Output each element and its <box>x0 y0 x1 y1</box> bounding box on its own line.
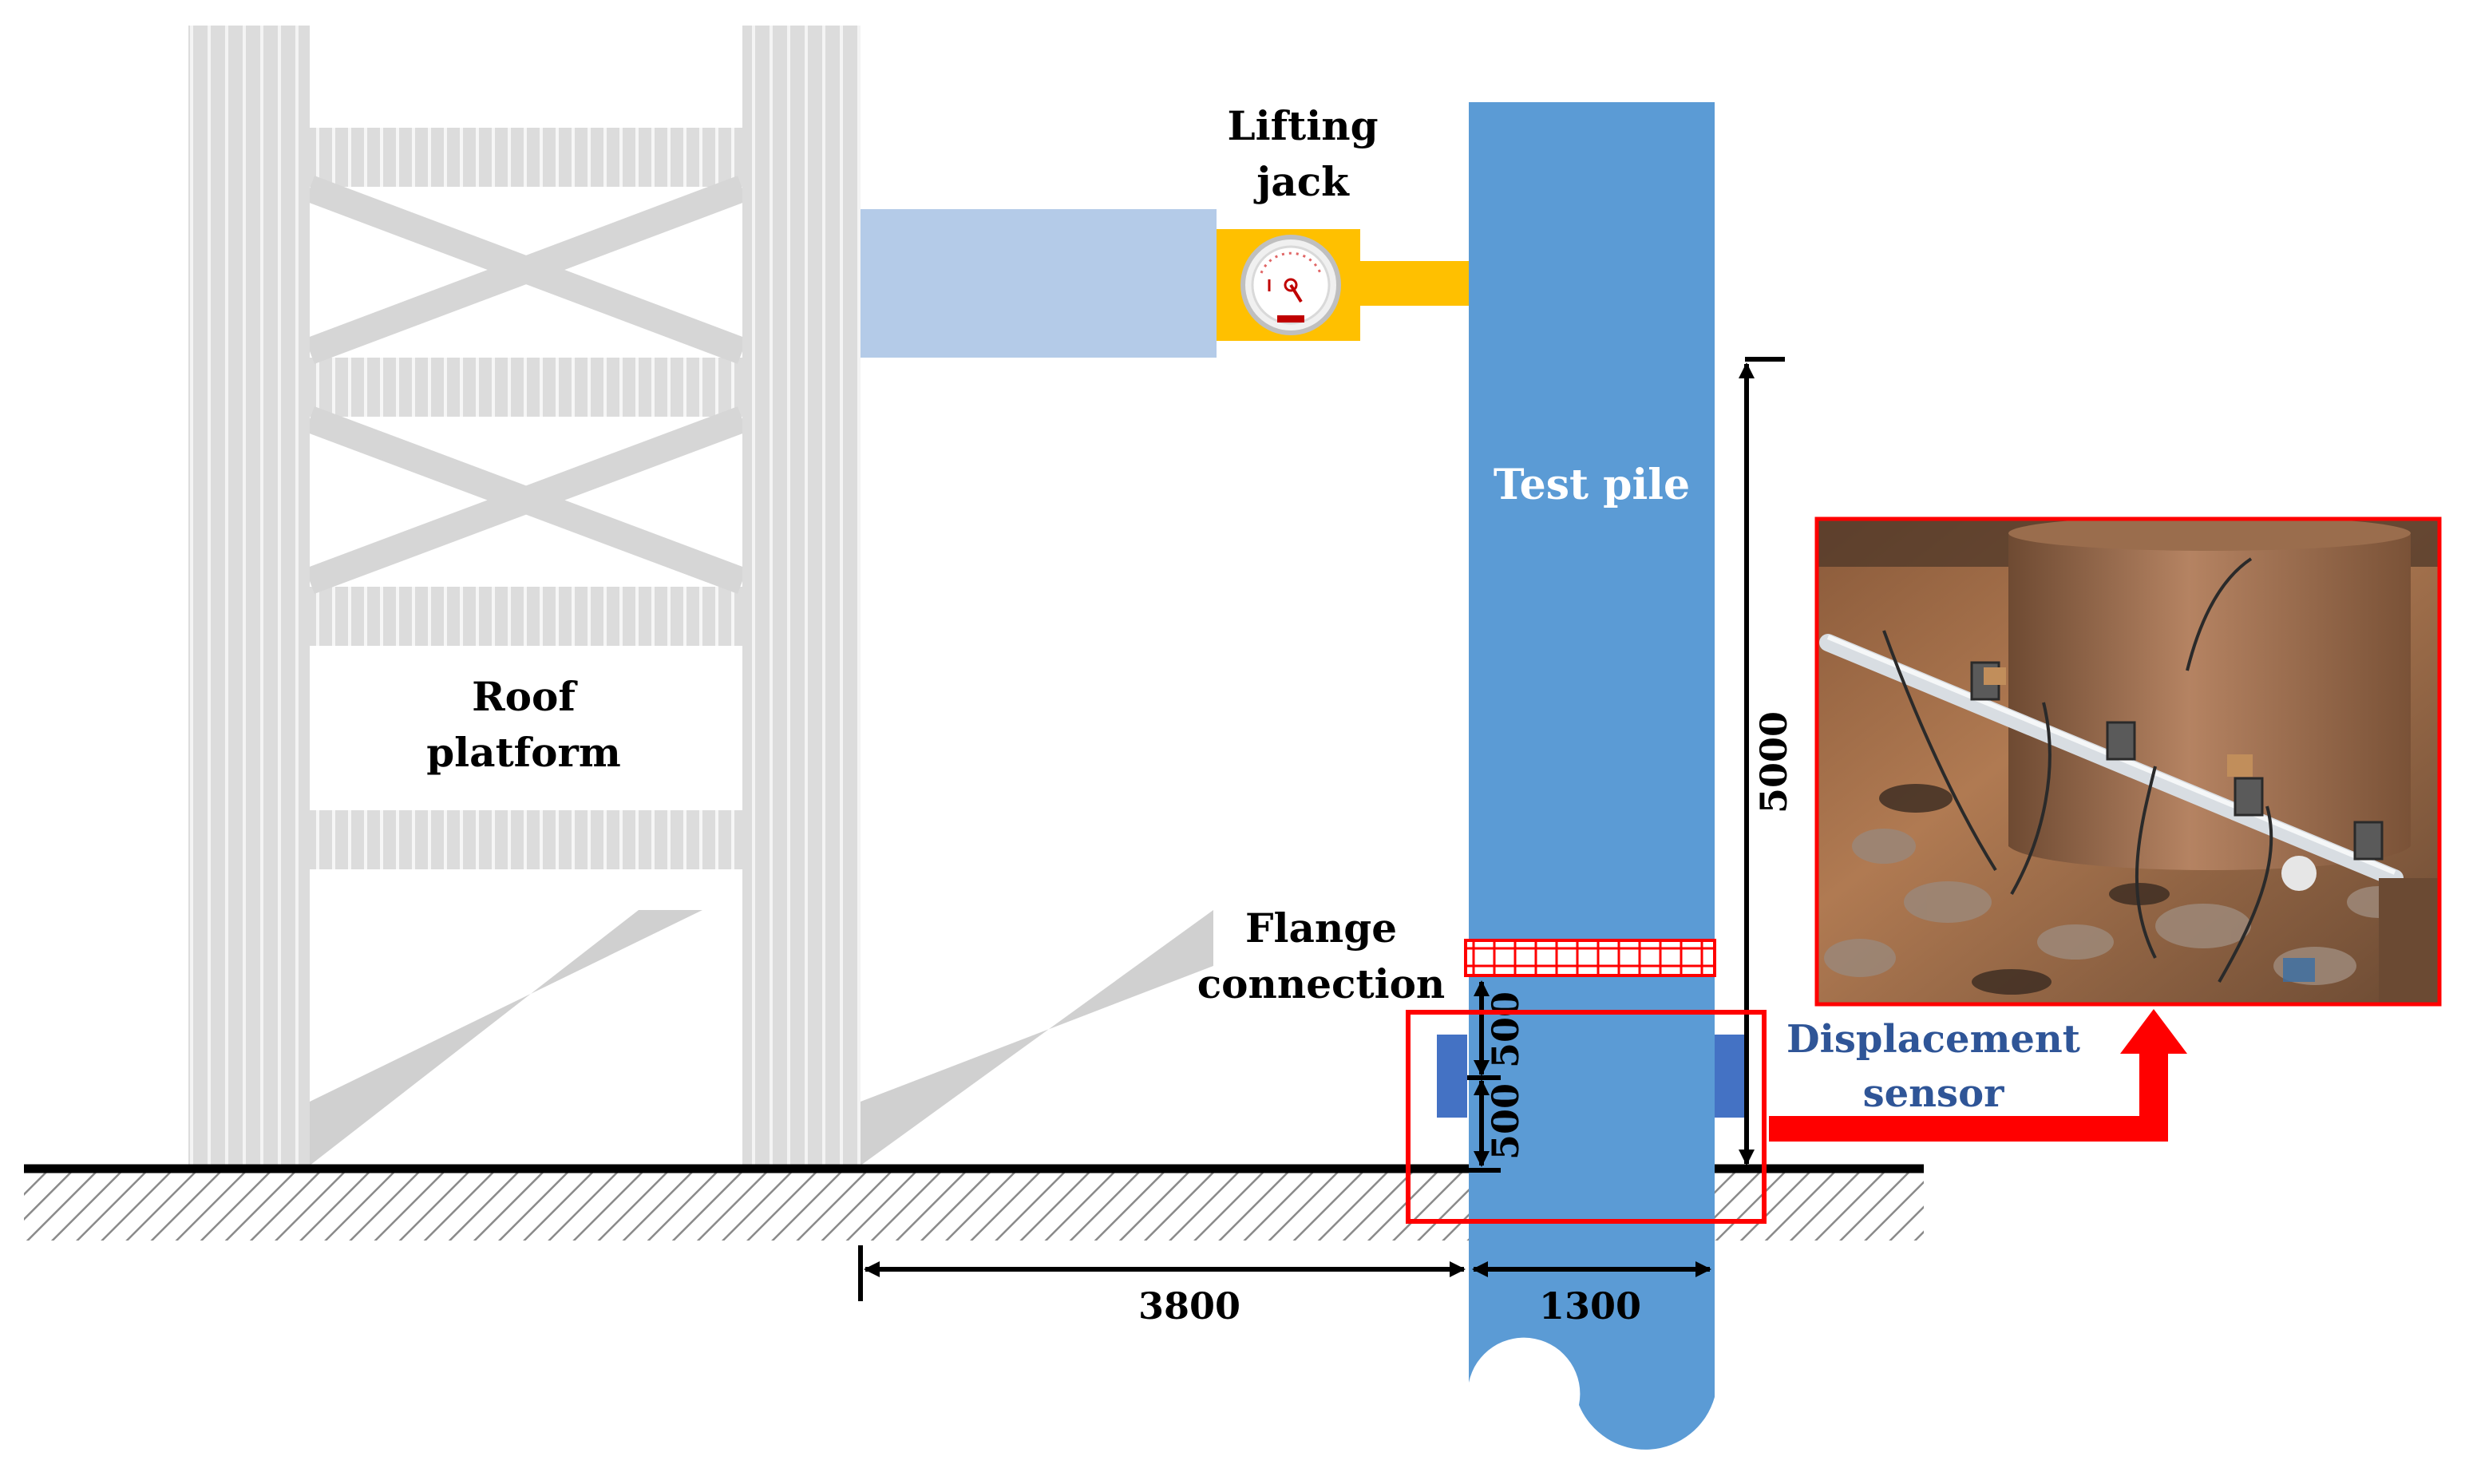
flange-label-1: Flange <box>1245 904 1397 952</box>
test-pile: Test pile <box>1469 102 1715 1450</box>
test-pile-label: Test pile <box>1494 461 1690 509</box>
lifting-jack-label-2: jack <box>1253 158 1350 205</box>
dimension-5000: 5000 <box>1752 711 1795 813</box>
dimension-sensor-spacing <box>1467 980 1501 1173</box>
platform-shadow-left <box>310 910 702 1165</box>
sensor-highlight-box <box>1406 1010 1767 1224</box>
dimension-horizontal <box>858 1245 1711 1301</box>
test-pile-body <box>1469 102 1715 1450</box>
displacement-sensor-left <box>1437 1035 1467 1118</box>
jack-rod <box>1357 261 1469 306</box>
photo-pile <box>2008 519 2411 870</box>
platform-shadow-right <box>861 910 1213 1165</box>
displacement-sensor-right <box>1715 1035 1745 1118</box>
dimension-3800: 3800 <box>1138 1284 1240 1328</box>
lifting-jack-label-1: Lifting <box>1227 102 1378 149</box>
dimension-500-lower: 500 <box>1484 1083 1527 1160</box>
pointer-arrow <box>1769 1009 2187 1142</box>
lifting-jack: Lifting jack <box>1217 102 1469 341</box>
field-photo <box>1814 516 2442 1007</box>
displacement-sensor-label-2: sensor <box>1863 1071 2005 1116</box>
platform-beam-1 <box>310 128 742 187</box>
reaction-beam <box>861 209 1217 358</box>
dimension-1300: 1300 <box>1539 1284 1641 1328</box>
roof-platform: Roof platform <box>188 26 1213 1169</box>
platform-cross-braces <box>305 176 747 594</box>
dimension-500-upper: 500 <box>1484 991 1527 1068</box>
pressure-gauge-icon <box>1240 235 1341 335</box>
displacement-sensor-label-1: Displacement <box>1786 1017 2080 1062</box>
field-photo-frame <box>1814 516 2442 1007</box>
roof-platform-label-2: platform <box>426 729 621 776</box>
platform-beam-3 <box>310 587 742 646</box>
flange-connection <box>1464 939 1716 977</box>
platform-beam-4 <box>310 810 742 869</box>
roof-platform-label-1: Roof <box>472 673 578 720</box>
flange-label-2: connection <box>1197 960 1446 1007</box>
platform-column-right <box>742 26 861 1169</box>
platform-beam-2 <box>310 358 742 417</box>
platform-column-left <box>188 26 310 1169</box>
